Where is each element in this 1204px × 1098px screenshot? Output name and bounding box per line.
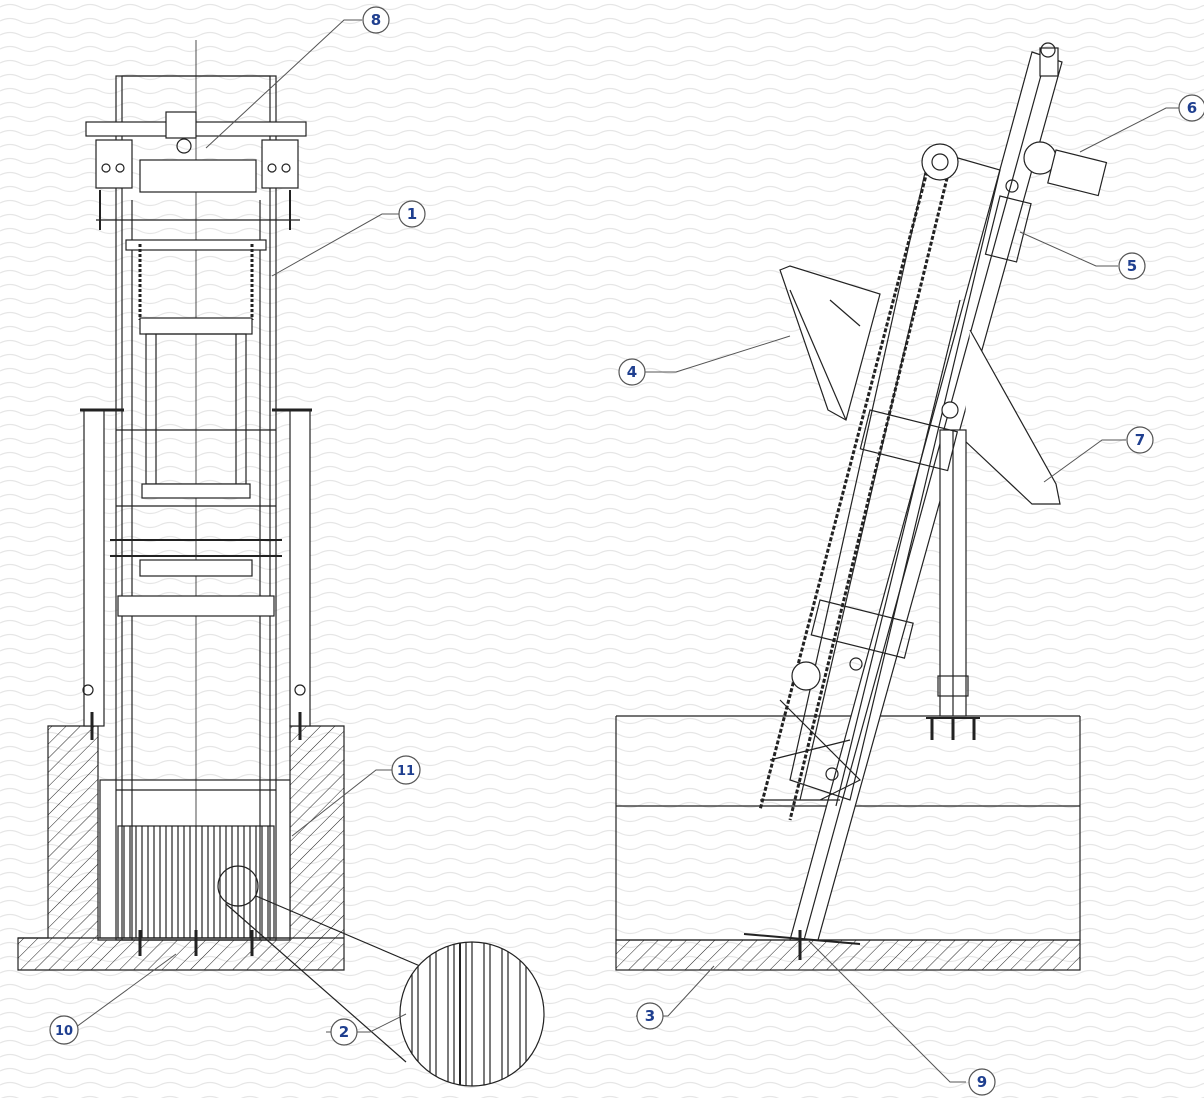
callout-9-label: 9 [977, 1073, 987, 1091]
callout-6-label: 6 [1187, 99, 1197, 117]
side-rake-arm [779, 265, 881, 421]
side-bottom-sprocket [791, 661, 821, 691]
callout-2: 2 [330, 1018, 358, 1046]
callout-1: 1 [398, 200, 426, 228]
callout-4-label: 4 [627, 363, 637, 381]
front-right-leg [289, 409, 311, 727]
callout-8: 8 [362, 6, 390, 34]
callout-7-label: 7 [1135, 431, 1145, 449]
side-chain [758, 159, 952, 821]
screen-magnified-detail [399, 941, 545, 1087]
callout-11: 11 [391, 755, 421, 785]
callout-5: 5 [1118, 252, 1146, 280]
callouts: 1 2 3 4 5 6 7 8 [49, 6, 1204, 1096]
callout-11-label: 11 [397, 764, 415, 779]
callout-10: 10 [49, 1015, 79, 1045]
callout-9: 9 [968, 1068, 996, 1096]
front-channel-concrete [17, 725, 345, 971]
callout-3: 3 [636, 1002, 664, 1030]
callout-1-label: 1 [407, 205, 417, 223]
callout-6: 6 [1178, 94, 1204, 122]
side-support-leg [926, 429, 980, 740]
front-view [17, 40, 421, 1063]
callout-2-label: 2 [339, 1023, 349, 1041]
callout-4: 4 [618, 358, 646, 386]
side-top-sprocket [921, 143, 959, 181]
side-drive-motor [1023, 141, 1108, 197]
side-discharge-chute [963, 329, 1061, 505]
callout-5-label: 5 [1127, 257, 1137, 275]
front-bar-screen [117, 825, 275, 939]
front-left-leg [83, 409, 105, 727]
screen-detail-marker [217, 865, 259, 907]
side-view [615, 42, 1108, 971]
callout-7: 7 [1126, 426, 1154, 454]
callout-10-label: 10 [55, 1024, 73, 1039]
callout-3-label: 3 [645, 1007, 655, 1025]
side-channel-floor [615, 939, 1081, 971]
callout-8-label: 8 [371, 11, 381, 29]
